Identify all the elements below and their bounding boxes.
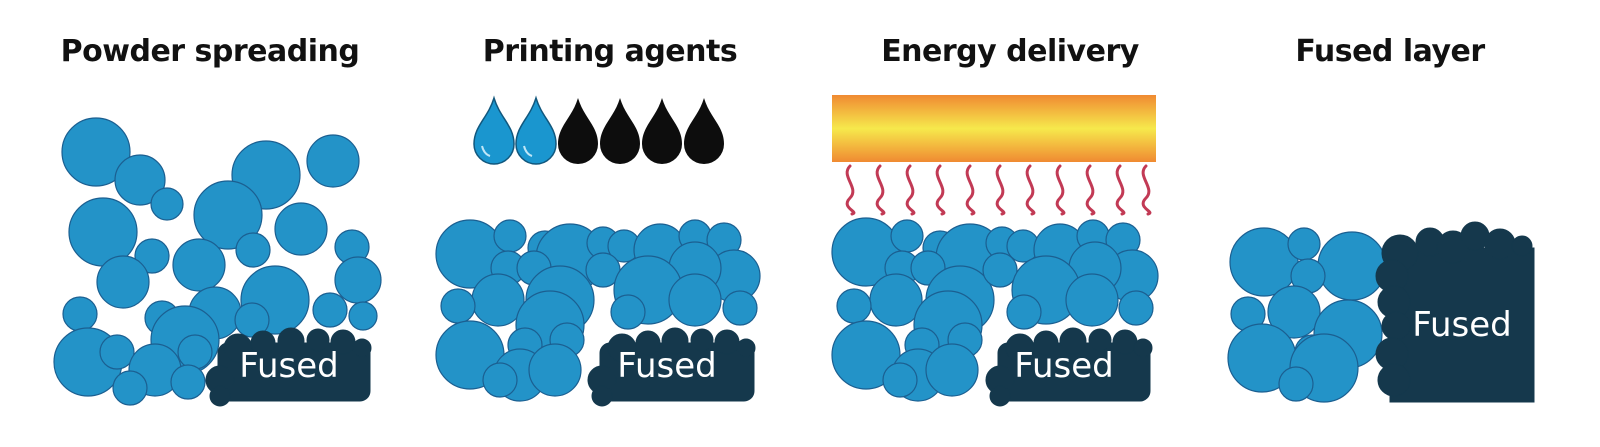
fused-region [205,327,372,407]
powder-particles [435,219,761,402]
black-agent-drop-icon [600,98,640,164]
panel-energy-delivery: Energy delivery [810,0,1210,447]
panel-title: Energy delivery [881,34,1139,69]
panel-fused-layer: Fused layer Fused [1200,0,1580,447]
fused-region [587,327,756,407]
blue-agent-drop-icon [473,95,515,165]
black-agent-drop-icon [558,98,598,164]
blue-agent-drop-icon [515,95,557,165]
powder-particles [1227,227,1387,403]
fused-label: Fused [1014,346,1113,386]
heat-lamp [832,95,1156,162]
heat-waves [845,164,1152,216]
agent-droplets [473,95,724,165]
fused-label: Fused [617,346,716,386]
black-agent-drop-icon [642,98,682,164]
panel-printing-agents: Printing agents [400,0,820,447]
powder-particles [831,217,1159,402]
black-agent-drop-icon [684,98,724,164]
fused-region [985,327,1153,407]
panel-title: Powder spreading [60,34,360,69]
powder-spreading-illustration: Fused [53,117,382,407]
energy-delivery-illustration: Fused [831,95,1159,407]
powder-particles [53,117,382,406]
panel-title: Fused layer [1295,34,1485,69]
panel-title: Printing agents [482,34,738,69]
fused-label: Fused [239,346,338,386]
panel-powder-spreading: Powder spreading Fused [0,0,420,447]
fused-region [1375,221,1535,403]
printing-agents-illustration: Fused [435,95,761,407]
fused-layer-illustration: Fused [1227,221,1535,403]
fused-label: Fused [1412,305,1511,345]
